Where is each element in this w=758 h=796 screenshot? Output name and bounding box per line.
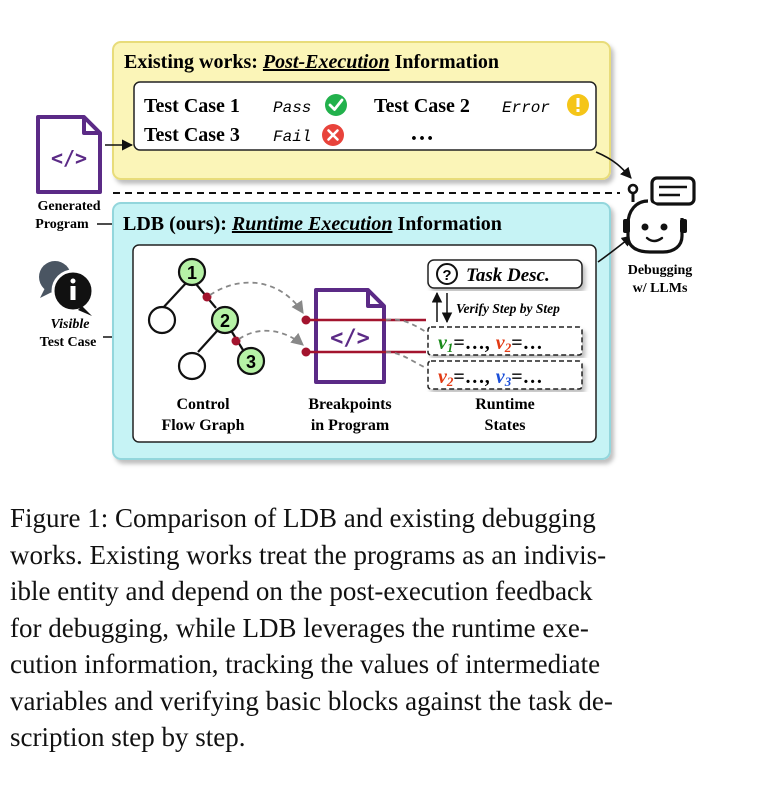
- test-results-box: [133, 81, 597, 151]
- caption-line: variables and verifying basic blocks aga…: [10, 685, 613, 716]
- code-file-icon: </>: [314, 288, 386, 384]
- svg-text:</>: </>: [330, 326, 370, 351]
- visible-test-case-label-line1: Visible: [51, 317, 90, 332]
- test-case-3-status: Fail: [273, 128, 311, 146]
- state-var-sub: 1: [447, 340, 454, 355]
- state-var-value: =…: [511, 332, 542, 354]
- cfg-node-3-label: 3: [246, 352, 256, 372]
- visible-test-case-label-line2: Test Case: [40, 335, 97, 350]
- chat-bubbles-icon: [39, 261, 95, 316]
- cfg-label-line1: Control: [176, 396, 230, 413]
- check-icon: [325, 94, 347, 116]
- runtime-state-row: v1=…,v2=…: [427, 326, 583, 356]
- runtime-state-row: v2=…,v3=…: [427, 360, 583, 390]
- cfg-node-empty: [177, 351, 207, 381]
- cross-icon: [322, 124, 344, 146]
- state-var-value: =…,: [453, 366, 489, 388]
- breakpoints-label-line2: in Program: [311, 417, 390, 434]
- generated-program-label-line1: Generated: [38, 199, 101, 214]
- cfg-node-empty: [147, 305, 177, 335]
- breakpoint-dot: [301, 347, 311, 357]
- caption-line: Figure 1: Comparison of LDB and existing…: [10, 503, 596, 533]
- task-desc-label: Task Desc.: [466, 265, 550, 286]
- cfg-node-2: [210, 305, 240, 335]
- svg-text:?: ?: [442, 267, 451, 284]
- breakpoint-dot: [231, 336, 241, 346]
- robot-icon: [623, 176, 696, 254]
- task-desc-box: [427, 259, 583, 289]
- arrow-program-to-state: [385, 318, 427, 333]
- caption-line: scription step by step.: [10, 722, 246, 752]
- question-icon: ?: [436, 263, 458, 285]
- breakpoint-dot: [202, 292, 212, 302]
- cfg-node-2-label: 2: [220, 311, 230, 331]
- test-case-1-status: Pass: [273, 99, 311, 117]
- arrow-cfg-to-program: [209, 281, 304, 315]
- test-case-1-label: Test Case 1: [144, 95, 240, 117]
- caption-line: cution information, tracking the values …: [10, 649, 601, 679]
- test-case-2-status: Error: [502, 99, 550, 117]
- debugging-label-line1: Debugging: [628, 263, 693, 278]
- exclamation-icon: [567, 94, 589, 116]
- state-var-name: v: [496, 366, 506, 388]
- states-label-line2: States: [485, 417, 526, 434]
- svg-text:v1=…,v2=…: v1=…,v2=…: [438, 332, 543, 355]
- arrow-program-to-state: [385, 351, 427, 369]
- code-file-icon: </>: [36, 115, 102, 194]
- ldb-diagram: Existing works: Post-Execution Informati…: [35, 41, 696, 460]
- cfg-node-1: [177, 257, 207, 287]
- ldb-panel: LDB (ours): Runtime Execution Informatio…: [112, 202, 611, 460]
- control-flow-graph: 1 2 3: [147, 257, 266, 381]
- cfg-label-line2: Flow Graph: [161, 417, 244, 434]
- cfg-node-1-label: 1: [187, 263, 197, 283]
- more-cases-ellipsis: …: [410, 120, 434, 146]
- test-case-2-label: Test Case 2: [374, 95, 470, 117]
- caption-line: works. Existing works treat the programs…: [10, 539, 607, 570]
- arrow-existing-to-llm: [595, 151, 632, 179]
- test-case-3-label: Test Case 3: [144, 124, 240, 146]
- breakpoint-dot: [301, 315, 311, 325]
- states-label-line1: Runtime: [475, 396, 535, 413]
- caption-line: for debugging, while LDB leverages the r…: [10, 612, 589, 643]
- state-var-name: v: [438, 366, 448, 388]
- ldb-title: LDB (ours): Runtime Execution Informatio…: [123, 213, 502, 235]
- cfg-node-3: [236, 346, 266, 376]
- figure-caption: Figure 1: Comparison of LDB and existing…: [10, 500, 740, 756]
- state-var-name: v: [438, 332, 448, 354]
- svg-text:v2=…,v3=…: v2=…,v3=…: [438, 366, 543, 389]
- debugging-label-line2: w/ LLMs: [633, 281, 688, 296]
- state-var-sub: 3: [504, 374, 512, 389]
- state-var-sub: 2: [446, 374, 454, 389]
- breakpoints-label-line1: Breakpoints: [308, 396, 391, 413]
- svg-text:</>: </>: [51, 146, 87, 170]
- generated-program-label-line2: Program: [35, 217, 89, 232]
- state-var-value: =…: [511, 366, 542, 388]
- verify-label: Verify Step by Step: [456, 301, 560, 316]
- state-var-value: =…,: [453, 332, 489, 354]
- state-var-name: v: [496, 332, 506, 354]
- state-var-sub: 2: [504, 340, 512, 355]
- existing-works-panel: Existing works: Post-Execution Informati…: [112, 41, 611, 180]
- caption-line: ible entity and depend on the post-execu…: [10, 576, 593, 606]
- existing-title: Existing works: Post-Execution Informati…: [124, 51, 499, 73]
